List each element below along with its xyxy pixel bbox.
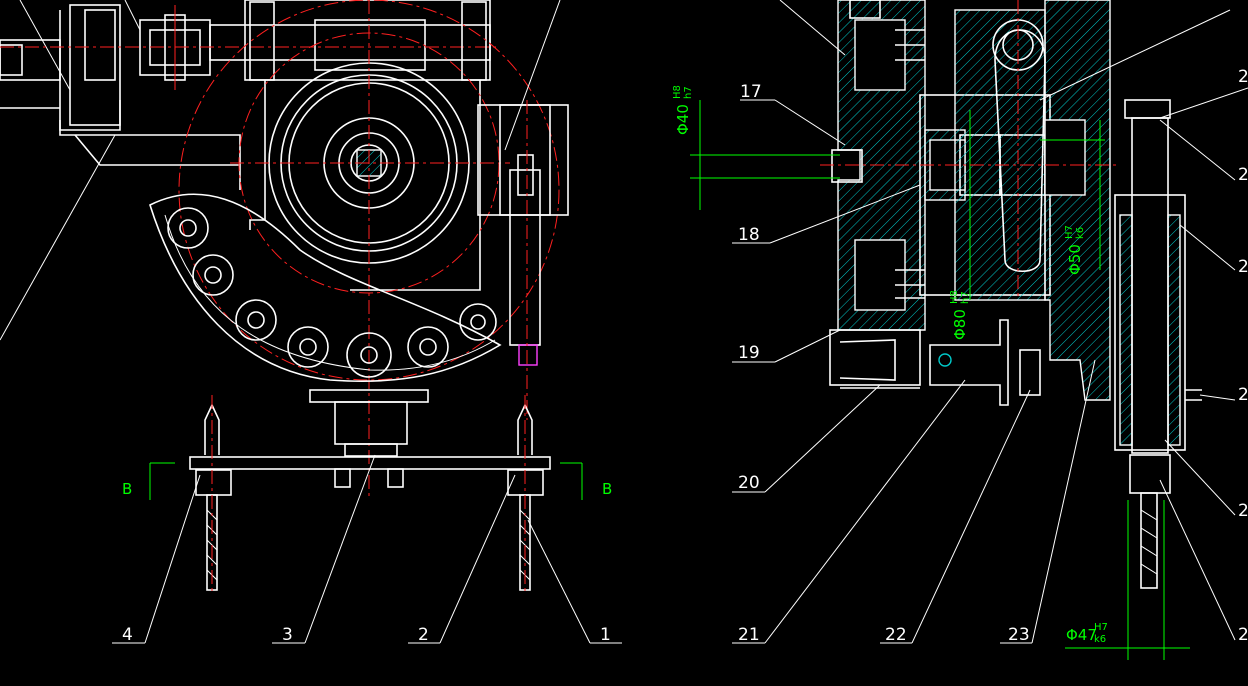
- dim-d40-main: Φ40: [674, 104, 692, 135]
- dim-d80-main: Φ80: [951, 309, 969, 340]
- callout-19: 19: [738, 343, 760, 363]
- callout-18: 18: [738, 225, 760, 245]
- section-mark-b-left: B: [122, 480, 132, 498]
- dim-d50-lower: k6: [1075, 227, 1086, 239]
- callout-20: 20: [738, 473, 760, 493]
- left-view: [0, 0, 622, 644]
- callout-17: 17: [740, 82, 762, 102]
- dim-d80-upper: H8: [949, 290, 960, 304]
- dim-d40-upper: H8: [672, 85, 683, 99]
- callout-right-3: 2: [1238, 257, 1248, 277]
- dimension-labels: Φ40 H8 h7 Φ80 H8 h7 Φ50 H7 k6 Φ47 H7 k6: [672, 85, 1108, 645]
- callout-3: 3: [282, 625, 293, 645]
- dim-d40-lower: h7: [683, 86, 694, 99]
- dim-d80-lower: h7: [960, 291, 971, 304]
- callout-21: 21: [738, 625, 760, 645]
- dim-d50-main: Φ50: [1066, 244, 1084, 275]
- callout-right-2: 2: [1238, 165, 1248, 185]
- callout-4: 4: [122, 625, 133, 645]
- callout-right-6: 2: [1238, 625, 1248, 645]
- callout-right-5: 2: [1238, 501, 1248, 521]
- section-mark-b-right: B: [602, 480, 612, 498]
- callout-23: 23: [1008, 625, 1030, 645]
- callout-2: 2: [418, 625, 429, 645]
- callout-right-1: 2: [1238, 67, 1248, 87]
- right-callouts: 17 18 19 20 21 22 23 2 2 2 2 2 2: [738, 67, 1248, 645]
- dim-d47-main: Φ47: [1066, 626, 1097, 644]
- left-callouts: 4 3 2 1 B B: [122, 480, 612, 645]
- callout-right-4: 2: [1238, 385, 1248, 405]
- callout-1: 1: [600, 625, 611, 645]
- dim-d47-upper: H7: [1094, 622, 1108, 633]
- dim-d47-lower: k6: [1094, 634, 1106, 645]
- right-view: [690, 0, 1248, 660]
- callout-22: 22: [885, 625, 907, 645]
- dim-d50-upper: H7: [1064, 225, 1075, 239]
